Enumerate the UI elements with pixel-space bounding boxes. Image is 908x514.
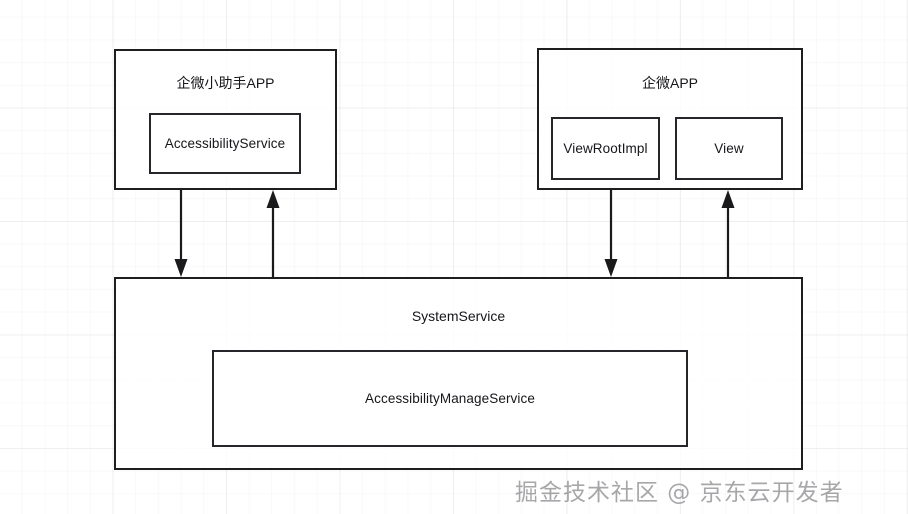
arrowhead-up-icon (266, 190, 280, 208)
watermark: 掘金技术社区 @ 京东云开发者 (515, 470, 900, 510)
node-accessibility-manage-service-label: AccessibilityManageService (365, 391, 535, 406)
node-viewrootimpl-label: ViewRootImpl (563, 141, 648, 156)
node-accessibility-manage-service[interactable]: AccessibilityManageService (212, 350, 688, 447)
connector-wework-to-system (604, 190, 618, 277)
connector-system-to-assistant (266, 190, 280, 277)
node-wework-app-title: 企微APP (641, 75, 698, 91)
node-assistant-app-title: 企微小助手APP (176, 75, 275, 91)
watermark-text: 掘金技术社区 @ 京东云开发者 (515, 480, 844, 506)
node-accessibility-service-label: AccessibilityService (164, 136, 286, 151)
connector-system-to-wework (721, 190, 735, 277)
node-system-service-title: SystemService (411, 308, 506, 324)
connector-assistant-to-system (174, 190, 188, 277)
arrowhead-up-icon (721, 190, 735, 208)
arrowhead-down-icon (604, 259, 618, 277)
arrowhead-down-icon (174, 259, 188, 277)
node-view-label: View (714, 141, 744, 156)
node-viewrootimpl[interactable]: ViewRootImpl (551, 117, 660, 180)
node-accessibility-service[interactable]: AccessibilityService (149, 113, 301, 174)
node-view[interactable]: View (675, 117, 783, 180)
